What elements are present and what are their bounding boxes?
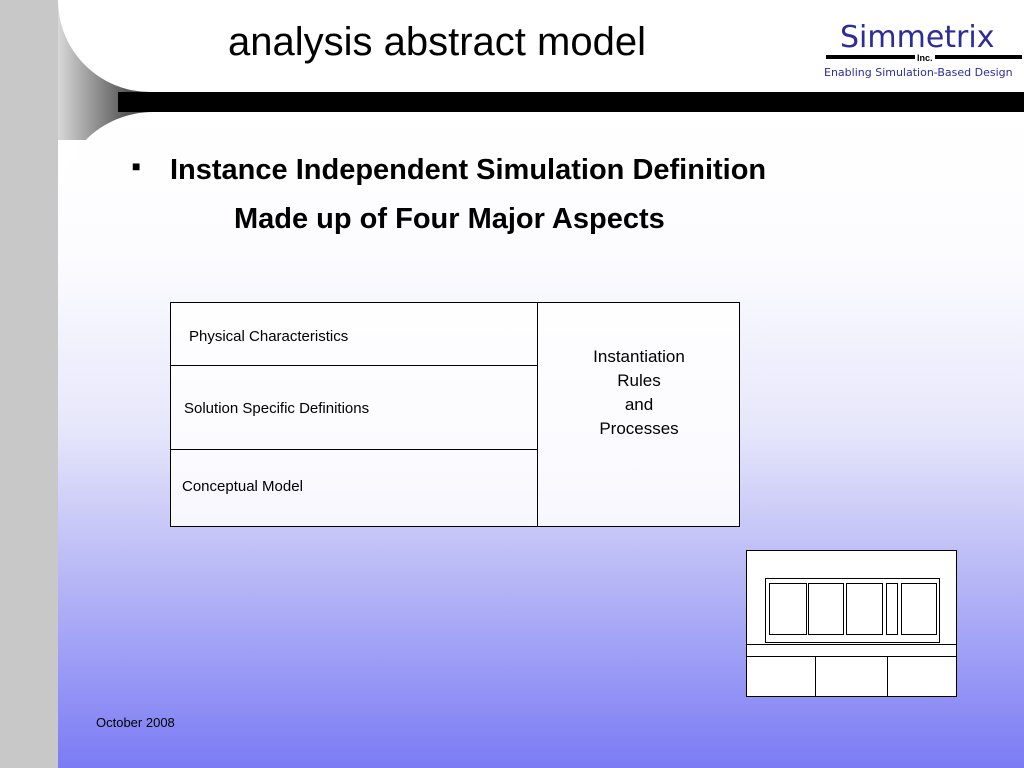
diagram-cell-instantiation: Instantiation Rules and Processes <box>538 303 740 526</box>
header-band <box>118 92 1024 112</box>
diagram-label: Solution Specific Definitions <box>184 400 370 417</box>
diagram-right-line: Instantiation <box>593 347 685 366</box>
diagram-label: Physical Characteristics <box>189 328 349 345</box>
diagram-cell-physical: Physical Characteristics <box>171 303 538 366</box>
thumbnail-box <box>769 583 807 635</box>
thumbnail-line <box>747 656 956 657</box>
bullet-text: Instance Independent Simulation Definiti… <box>170 154 767 186</box>
diagram-cell-conceptual: Conceptual Model <box>171 450 538 526</box>
footer-date: October 2008 <box>96 715 175 730</box>
diagram-cell-solution: Solution Specific Definitions <box>171 366 538 450</box>
thumbnail-frame <box>765 578 940 643</box>
bullet-square-icon: ■ <box>132 158 141 174</box>
diagram-label: Conceptual Model <box>182 478 303 495</box>
thumbnail-line <box>747 644 956 645</box>
layout-thumbnail-icon <box>746 550 957 697</box>
left-strip <box>0 0 58 768</box>
thumbnail-box <box>901 583 937 635</box>
diagram-right-line: Rules <box>617 371 661 390</box>
diagram-right-line: and <box>624 395 654 414</box>
thumbnail-box <box>846 583 883 635</box>
thumbnail-box <box>886 583 898 635</box>
slide-title: analysis abstract model <box>228 20 646 64</box>
diagram-right-line: Processes <box>599 419 679 438</box>
aspects-diagram: Physical Characteristics Solution Specif… <box>170 302 740 527</box>
header-area <box>58 0 1024 92</box>
logo-name: Simmetrix <box>840 20 995 55</box>
thumbnail-divider <box>887 656 888 697</box>
simmetrix-logo: Simmetrix Inc. Enabling Simulation-Based… <box>822 20 1024 82</box>
logo-inc: Inc. <box>915 53 935 63</box>
logo-tagline: Enabling Simulation-Based Design <box>824 66 1013 79</box>
thumbnail-divider <box>815 656 816 697</box>
thumbnail-box <box>808 583 844 635</box>
diagram-right-label: Instantiation Rules and Processes <box>538 345 740 441</box>
sub-bullet-text: Made up of Four Major Aspects <box>234 203 665 235</box>
